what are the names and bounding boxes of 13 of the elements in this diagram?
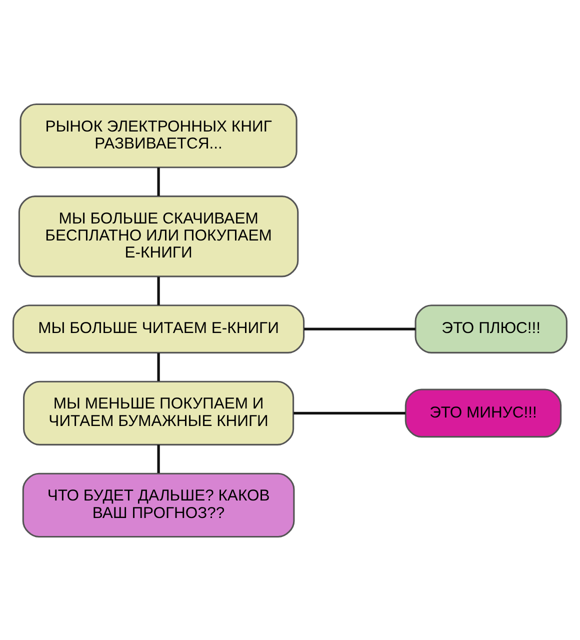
connector: [157, 444, 160, 473]
connector: [294, 411, 406, 414]
node-box: МЫ БОЛЬШЕ ЧИТАЕМ Е-КНИГИ: [12, 304, 305, 353]
node-box: МЫ МЕНЬШЕ ПОКУПАЕМ И ЧИТАЕМ БУМАЖНЫЕ КНИГИ: [23, 380, 294, 446]
node-box: РЫНОК ЭЛЕКТРОННЫХ КНИГ РАЗВИВАЕТСЯ...: [20, 102, 298, 168]
connector: [157, 352, 160, 381]
node-box: ЭТО МИНУС!!!: [404, 388, 562, 438]
connector: [157, 276, 160, 305]
node-box: ЧТО БУДЕТ ДАЛЬШЕ? КАКОВ ВАШ ПРОГНОЗ??: [22, 472, 295, 538]
node-box: ЭТО ПЛЮС!!!: [414, 304, 568, 353]
connector: [304, 327, 416, 330]
node-box: МЫ БОЛЬШЕ СКАЧИВАЕМ БЕСПЛАТНО ИЛИ ПОКУПАЕМ Е-КНИГИ: [18, 194, 299, 277]
connector: [157, 167, 160, 196]
